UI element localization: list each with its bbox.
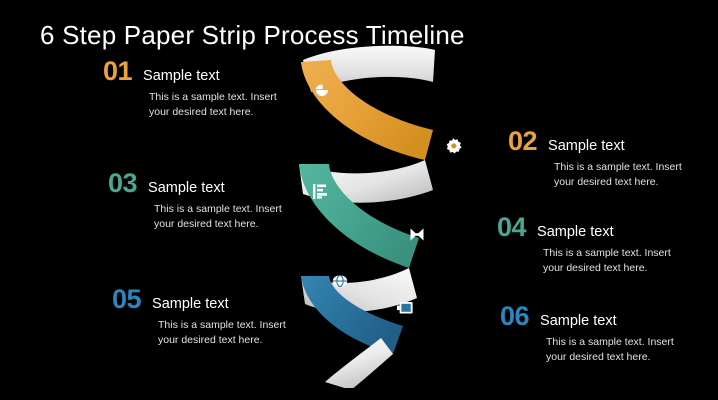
pie-chart-icon [315,84,328,96]
globe-icon [332,275,348,287]
page-title: 6 Step Paper Strip Process Timeline [40,20,465,50]
step-header: 06 Sample text [500,303,715,330]
step-number-01: 01 [103,56,133,86]
step-description-01: This is a sample text. Insert your desir… [149,91,277,119]
step-title-04: Sample text [537,224,614,240]
step-header: 04 Sample text [497,214,712,241]
step-description-04: This is a sample text. Insert your desir… [543,247,671,275]
step-item-02[interactable]: 02 Sample text This is a sample text. In… [508,128,718,190]
ribbon-segment-teal [299,164,419,268]
step-header: 01 Sample text [103,58,318,85]
step-description-02: This is a sample text. Insert your desir… [554,161,682,189]
ribbon-segment-orange-face [301,60,433,160]
hourglass-icon [410,228,424,241]
bar-chart-icon [313,184,327,199]
step-number-04: 04 [497,212,527,242]
step-item-01[interactable]: 01 Sample text This is a sample text. In… [103,58,318,120]
step-item-05[interactable]: 05 Sample text This is a sample text. In… [112,286,327,348]
gear-icon [446,138,462,154]
step-title-05: Sample text [152,296,229,312]
step-number-06: 06 [500,301,530,331]
step-item-06[interactable]: 06 Sample text This is a sample text. In… [500,303,715,365]
step-header: 03 Sample text [108,170,323,197]
step-title-02: Sample text [548,138,625,154]
step-number-02: 02 [508,126,538,156]
step-title-03: Sample text [148,180,225,196]
step-description-03: This is a sample text. Insert your desir… [154,203,282,231]
step-description-05: This is a sample text. Insert your desir… [158,319,286,347]
step-number-03: 03 [108,168,138,198]
step-item-03[interactable]: 03 Sample text This is a sample text. In… [108,170,323,232]
step-header: 02 Sample text [508,128,718,155]
ribbon-segment-blue [301,276,403,354]
step-title-01: Sample text [143,68,220,84]
step-header: 05 Sample text [112,286,327,313]
step-description-06: This is a sample text. Insert your desir… [546,336,674,364]
battery-icon [397,302,413,314]
ribbon-back-face-4 [325,338,393,390]
paper-strip-ribbon-diagram [285,38,505,390]
step-number-05: 05 [112,284,142,314]
step-title-06: Sample text [540,313,617,329]
step-item-04[interactable]: 04 Sample text This is a sample text. In… [497,214,712,276]
